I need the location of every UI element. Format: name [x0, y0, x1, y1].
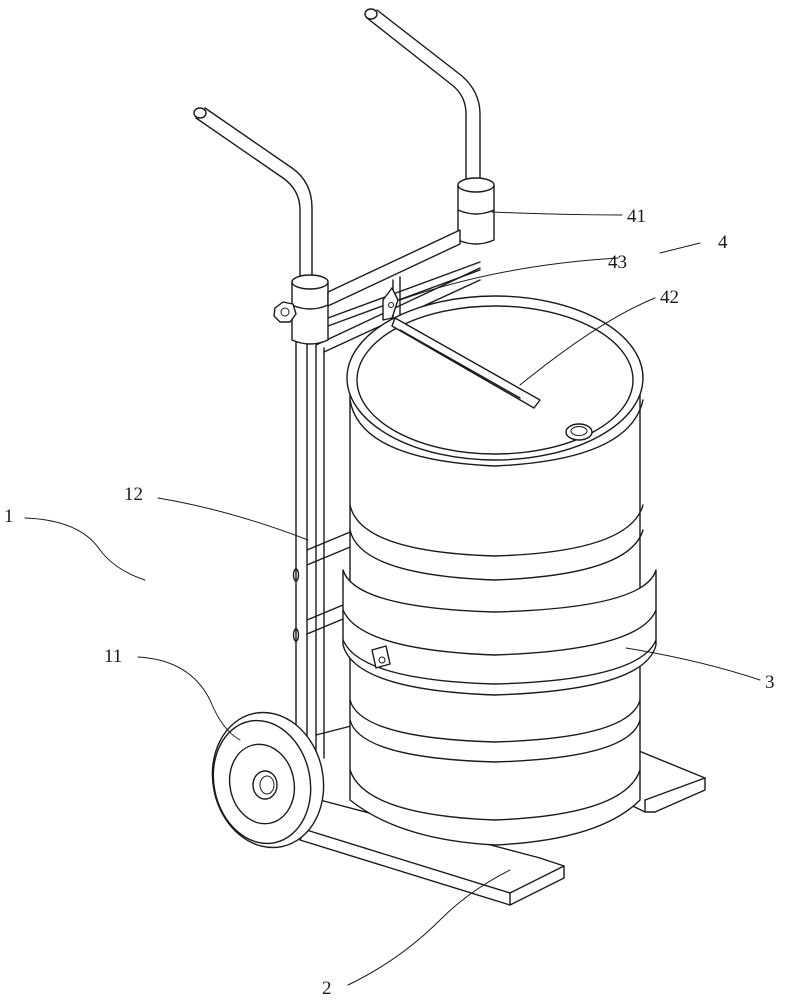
- label-12: 12: [124, 484, 143, 505]
- label-42: 42: [660, 287, 679, 308]
- label-41: 41: [627, 206, 646, 227]
- handle-left: [194, 108, 312, 280]
- handle-right: [365, 9, 480, 185]
- label-4: 4: [718, 232, 728, 253]
- label-11: 11: [104, 646, 122, 667]
- label-2: 2: [322, 978, 332, 999]
- label-3: 3: [765, 672, 775, 693]
- coupler-41: [458, 178, 494, 244]
- coupler-left: [274, 275, 328, 344]
- label-1: 1: [4, 506, 14, 527]
- label-43: 43: [608, 252, 627, 273]
